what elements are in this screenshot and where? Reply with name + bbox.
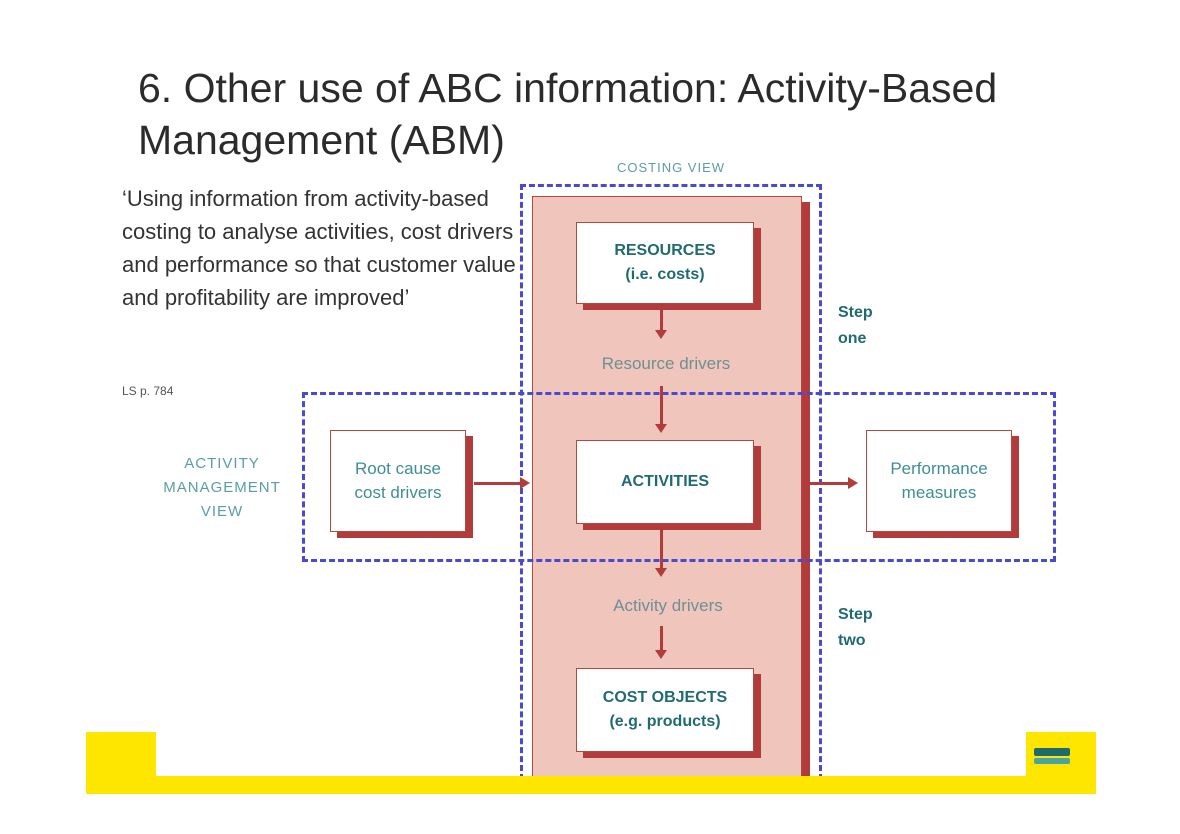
performance-label: Performance measures (890, 459, 988, 502)
resources-label: RESOURCES (i.e. costs) (614, 242, 716, 283)
activities-label: ACTIVITIES (620, 473, 709, 490)
resources-to-drivers-line (660, 310, 663, 332)
step-two-label: Step two (838, 606, 873, 649)
performance-box: Performance measures (866, 430, 1012, 532)
arrow-right-icon (848, 477, 858, 489)
root-cause-label: Root cause cost drivers (354, 459, 442, 502)
arrow-down-icon (655, 568, 667, 577)
root-cause-to-activities-line (474, 482, 522, 485)
abm-definition-quote: ‘Using information from activity-based c… (122, 186, 516, 310)
arrow-right-icon (520, 477, 530, 489)
resource-drivers-label: Resource drivers (601, 354, 731, 373)
slide-title: 6. Other use of ABC information: Activit… (138, 65, 998, 163)
arrow-down-icon (655, 330, 667, 339)
cost-objects-label: COST OBJECTS (e.g. products) (602, 689, 728, 730)
activity-management-view-label: ACTIVITY MANAGEMENT VIEW (163, 455, 281, 520)
root-cause-box: Root cause cost drivers (330, 430, 466, 532)
arrow-down-icon (655, 424, 667, 433)
drivers-to-activities-line (660, 386, 663, 426)
cost-objects-box: COST OBJECTS (e.g. products) (576, 668, 754, 752)
activity-management-view-dashed-frame (302, 392, 1056, 562)
publisher-logo-icon (1034, 748, 1070, 770)
quote-citation: LS p. 784 (122, 384, 174, 398)
activities-box: ACTIVITIES (576, 440, 754, 524)
activities-to-drivers-line (660, 530, 663, 570)
drivers-to-cost-objects-line (660, 626, 663, 652)
footer-bar (86, 776, 1096, 794)
activity-drivers-label: Activity drivers (613, 596, 723, 615)
costing-view-label: COSTING VIEW (616, 160, 726, 175)
activities-to-performance-line (806, 482, 850, 485)
step-one-label: Step one (838, 304, 873, 347)
resources-box: RESOURCES (i.e. costs) (576, 222, 754, 304)
arrow-down-icon (655, 650, 667, 659)
